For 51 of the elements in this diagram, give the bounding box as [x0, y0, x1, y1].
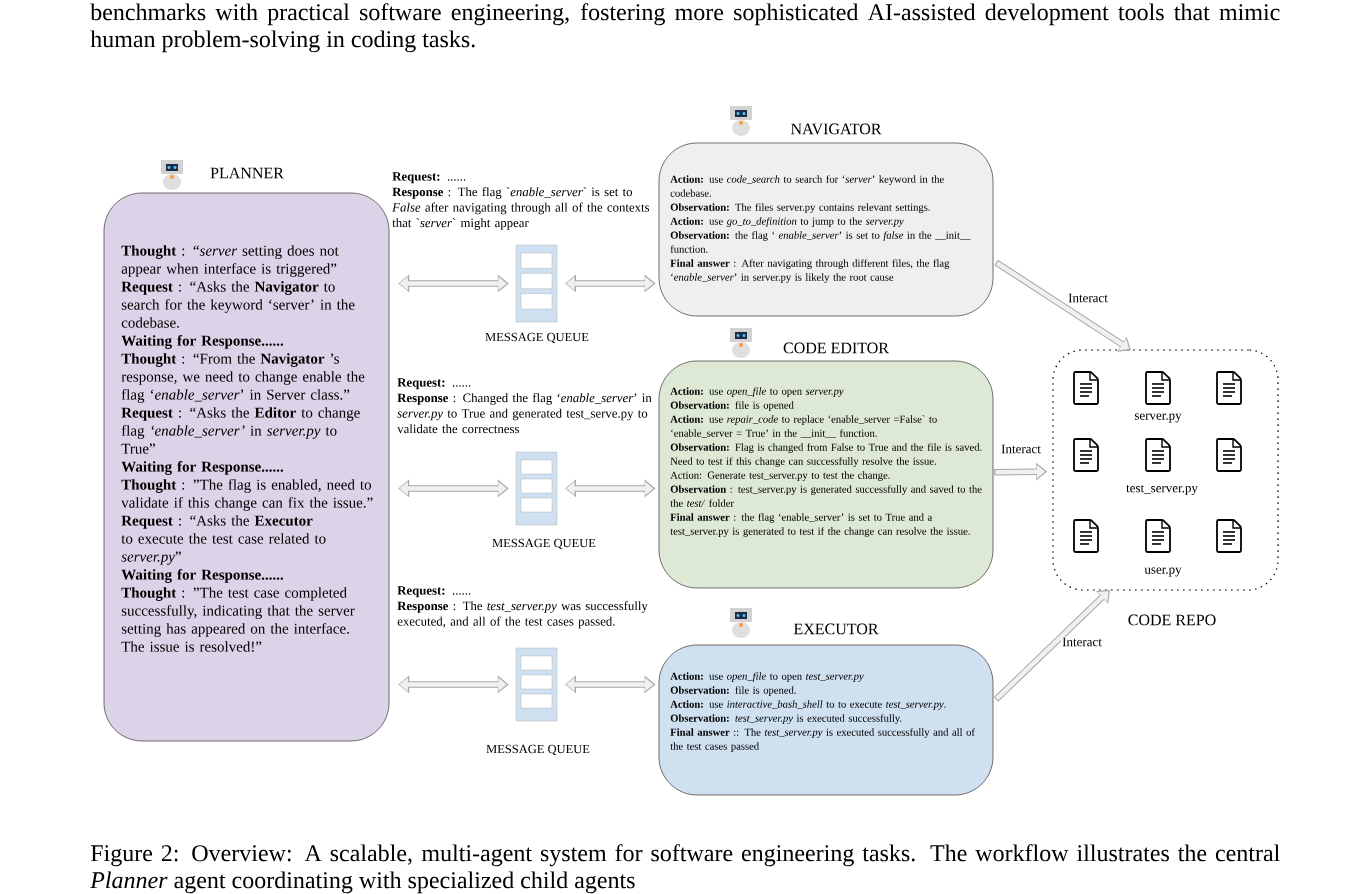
step-text: Observation: the flag ‘ enable_server’ is set to false in the __init__ function. — [670, 231, 971, 253]
edge-label: Interact — [1068, 293, 1108, 303]
message-text: Response : The flag `enable_server` is set to False after navigating through all of the contexts that `server` might appear — [392, 187, 650, 230]
step-text: Observation: Flag is changed from False to True and the file is saved. Need to test if this change can successfully resolve the issue. — [670, 443, 982, 467]
step-text: Action: Generate test_server.py to test the change. — [670, 471, 890, 481]
message-text: Request: ...... — [392, 172, 466, 184]
caption: Figure 2: Overview: A scalable, multi-agent system for software engineering tasks. The workflow illustrates the central Planner agent coordinating with specialized child agents — [90, 844, 1280, 894]
edge-label: Interact — [1062, 637, 1102, 647]
step-text: Final answer : After navigating through different files, the flag ‘enable_server’ in server.py is likely the root cause — [670, 259, 950, 283]
step-text: Waiting for Response...... — [121, 569, 284, 583]
file-name: test_server.py — [1126, 484, 1198, 496]
repo-title: CODE REPO — [1128, 614, 1216, 626]
step-text: Thought : ”The test case completed successfully, indicating that the server setting has appeared on the interface. The issue is resolved!” — [121, 587, 355, 652]
step-text: Observation : test_server.py is generated successfully and saved to the the test/ folder — [670, 485, 982, 507]
step-text: Observation: test_server.py is executed successfully. — [670, 714, 902, 724]
agent-title: EXECUTOR — [793, 623, 879, 635]
block-arrow — [993, 589, 1110, 702]
step-text: Observation: file is opened. — [670, 686, 796, 696]
edge-label: Interact — [1001, 444, 1041, 454]
file-name: server.py — [1134, 413, 1182, 423]
file-name: user.py — [1144, 567, 1182, 577]
step-text: Waiting for Response...... — [121, 335, 284, 349]
step-text: Action: use repair_code to replace ‘enable_server =False` to ‘enable_server = True’ in the __init__ function. — [670, 415, 937, 438]
step-text: Request : “Asks the Executor to execute the test case related to server.py” — [121, 515, 326, 565]
step-text: Action: use open_file to open test_server.py — [670, 672, 864, 682]
step-text: Action: use interactive_bash_shell to to execute test_server.py. — [670, 700, 946, 710]
queue-label: MESSAGE QUEUE — [485, 332, 589, 344]
agent-title: NAVIGATOR — [790, 123, 882, 135]
step-text: Observation: file is opened — [670, 401, 794, 411]
message-text: Response : Changed the flag ‘enable_server’ in server.py to True and generated test_serve.py to validate the correctness — [397, 393, 652, 434]
agent-title: PLANNER — [210, 167, 284, 179]
step-text: Request : “Asks the Editor to change flag ‘enable_server’ in server.py to True” — [121, 407, 360, 454]
message-text: Request: ...... — [397, 378, 471, 390]
block-arrow — [994, 259, 1131, 352]
queue-label: MESSAGE QUEUE — [486, 744, 590, 756]
step-text: Final answer :: The test_server.py is executed successfully and all of the test cases passed — [670, 728, 975, 752]
step-text: Thought : “server setting does not appear when interface is triggered” — [121, 245, 339, 277]
step-text: Final answer : the flag ‘enable_server’ is set to True and a test_server.py is generated to test if the change can resolve the issue. — [670, 513, 970, 537]
step-text: Observation: The files server.py contains relevant settings. — [670, 203, 930, 213]
step-text: Action: use go_to_definition to jump to the server.py — [670, 217, 904, 227]
message-text: Response : The test_server.py was successfully executed, and all of the test cases passed. — [397, 601, 648, 629]
agent-title: CODE EDITOR — [783, 342, 889, 354]
paragraph-text: benchmarks with practical software engineering, fostering more sophisticated AI-assisted development tools that mimic human problem-solving in coding tasks. — [90, 3, 1280, 53]
step-text: Waiting for Response...... — [121, 461, 284, 475]
message-text: Request: ...... — [397, 586, 471, 598]
step-text: Thought : ”The flag is enabled, need to validate if this change can fix the issue.” — [121, 479, 373, 511]
step-text: Action: use code_search to search for ‘server’ keyword in the codebase. — [670, 175, 944, 197]
queue-label: MESSAGE QUEUE — [492, 538, 596, 550]
step-text: Thought : “From the Navigator ’s response, we need to change enable the flag ‘enable_server’ in Server class.” — [121, 353, 365, 403]
step-text: Request : “Asks the Navigator to search for the keyword ‘server’ in the codebase. — [121, 281, 355, 328]
step-text: Action: use open_file to open server.py — [670, 387, 844, 397]
